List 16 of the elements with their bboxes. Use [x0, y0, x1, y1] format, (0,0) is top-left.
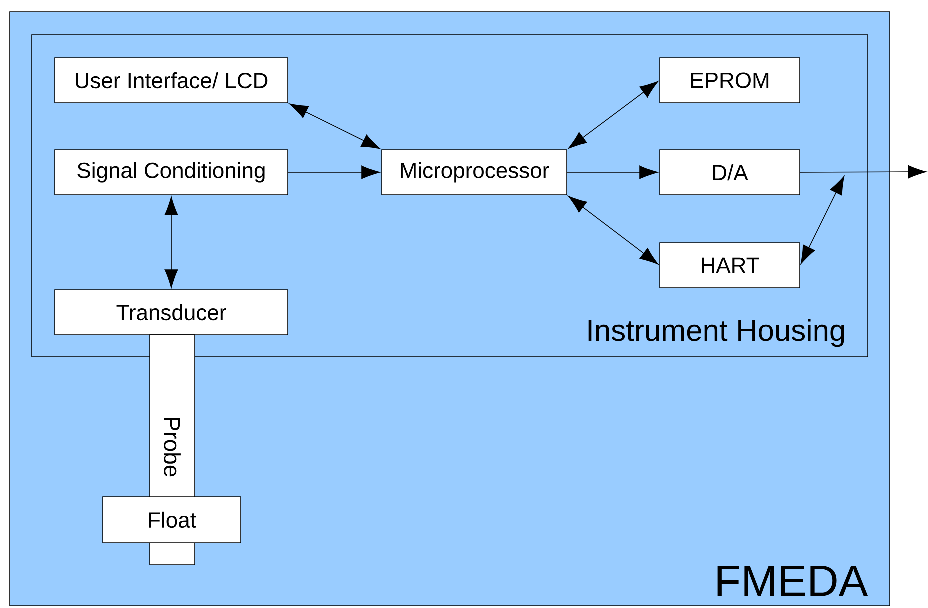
process-box: EPROM: [660, 58, 800, 104]
process-box: D/A: [660, 150, 800, 196]
arrow: [288, 166, 380, 180]
arrow: [290, 104, 380, 150]
process-box: HART: [660, 242, 800, 288]
arrow: [800, 165, 927, 179]
arrow: [800, 176, 845, 264]
process-box: User Interface/ LCD: [54, 58, 288, 104]
process-box: Signal Conditioning: [54, 150, 288, 196]
arrow: [164, 196, 178, 288]
arrow: [568, 81, 659, 149]
process-box: Microprocessor: [382, 150, 568, 196]
arrow: [567, 166, 658, 180]
process-box: Transducer: [54, 290, 288, 336]
arrow: [568, 196, 659, 265]
process-box: Float: [102, 496, 242, 544]
